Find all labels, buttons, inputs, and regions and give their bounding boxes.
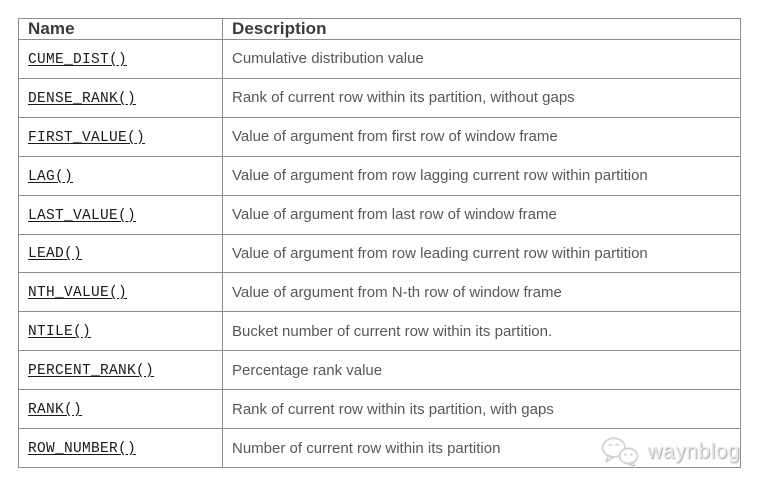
- function-description-cell: Value of argument from N-th row of windo…: [222, 272, 741, 313]
- function-name-cell: LEAD(): [18, 233, 223, 274]
- function-name-cell: DENSE_RANK(): [18, 77, 223, 118]
- table-row: PERCENT_RANK() Percentage rank value: [18, 350, 741, 391]
- function-link[interactable]: NTH_VALUE(): [28, 285, 128, 302]
- function-description-cell: Percentage rank value: [222, 350, 741, 391]
- function-name-cell: LAG(): [18, 155, 223, 196]
- table-row: LAST_VALUE() Value of argument from last…: [18, 194, 741, 235]
- column-header-description: Description: [222, 18, 741, 40]
- function-name-cell: FIRST_VALUE(): [18, 116, 223, 157]
- function-name-cell: ROW_NUMBER(): [18, 428, 223, 468]
- table-row: RANK() Rank of current row within its pa…: [18, 389, 741, 430]
- function-name-cell: PERCENT_RANK(): [18, 350, 223, 391]
- table-row: LAG() Value of argument from row lagging…: [18, 155, 741, 196]
- function-link[interactable]: CUME_DIST(): [28, 51, 128, 68]
- function-link[interactable]: RANK(): [28, 402, 83, 419]
- function-link[interactable]: LAST_VALUE(): [28, 207, 137, 224]
- table-row: FIRST_VALUE() Value of argument from fir…: [18, 116, 741, 157]
- function-description-cell: Cumulative distribution value: [222, 39, 741, 79]
- function-description-cell: Value of argument from row lagging curre…: [222, 155, 741, 196]
- function-name-cell: NTH_VALUE(): [18, 272, 223, 313]
- column-header-name: Name: [18, 18, 223, 40]
- function-name-cell: RANK(): [18, 389, 223, 430]
- function-link[interactable]: LAG(): [28, 168, 74, 185]
- function-description-cell: Bucket number of current row within its …: [222, 311, 741, 352]
- function-description-cell: Rank of current row within its partition…: [222, 77, 741, 118]
- function-name-cell: NTILE(): [18, 311, 223, 352]
- function-description-cell: Rank of current row within its partition…: [222, 389, 741, 430]
- table-body: CUME_DIST() Cumulative distribution valu…: [18, 39, 741, 468]
- function-link[interactable]: PERCENT_RANK(): [28, 363, 155, 380]
- table-row: CUME_DIST() Cumulative distribution valu…: [18, 39, 741, 79]
- function-description-cell: Value of argument from last row of windo…: [222, 194, 741, 235]
- function-link[interactable]: FIRST_VALUE(): [28, 129, 146, 146]
- table-row: LEAD() Value of argument from row leadin…: [18, 233, 741, 274]
- function-link[interactable]: LEAD(): [28, 246, 83, 263]
- table-row: DENSE_RANK() Rank of current row within …: [18, 77, 741, 118]
- table-row: NTILE() Bucket number of current row wit…: [18, 311, 741, 352]
- table-header-row: Name Description: [18, 18, 741, 40]
- table-row: ROW_NUMBER() Number of current row withi…: [18, 428, 741, 468]
- function-link[interactable]: DENSE_RANK(): [28, 90, 137, 107]
- function-description-cell: Number of current row within its partiti…: [222, 428, 741, 468]
- function-name-cell: LAST_VALUE(): [18, 194, 223, 235]
- table-row: NTH_VALUE() Value of argument from N-th …: [18, 272, 741, 313]
- function-link[interactable]: ROW_NUMBER(): [28, 441, 137, 458]
- function-link[interactable]: NTILE(): [28, 324, 92, 341]
- function-name-cell: CUME_DIST(): [18, 39, 223, 79]
- function-description-cell: Value of argument from row leading curre…: [222, 233, 741, 274]
- window-functions-table: Name Description CUME_DIST() Cumulative …: [18, 18, 741, 468]
- function-description-cell: Value of argument from first row of wind…: [222, 116, 741, 157]
